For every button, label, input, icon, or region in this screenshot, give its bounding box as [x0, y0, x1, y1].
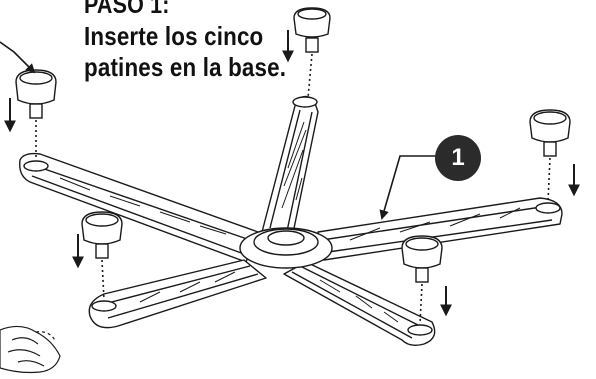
instruction-line-2: patines en la base. — [84, 52, 287, 82]
base-arm-back — [261, 95, 319, 239]
instruction-line-1: Inserte los cinco — [84, 21, 264, 51]
insertion-guides — [35, 53, 551, 325]
caster-left — [15, 69, 57, 119]
hand-sketch — [0, 325, 61, 374]
base-arm-right — [317, 197, 563, 261]
instruction-text: PASO 1: Inserte los cinco patines en la … — [84, 0, 286, 83]
base-hub — [239, 227, 333, 269]
caster-front-right — [401, 235, 443, 283]
caster-top — [293, 7, 331, 53]
direction-arrows — [4, 30, 580, 317]
base-arm-left — [19, 152, 259, 263]
callout-badge: 1 — [435, 135, 481, 181]
step-title: PASO 1: — [84, 0, 170, 19]
leader-lines — [0, 41, 436, 220]
caster-front-left — [81, 211, 123, 259]
base-arm-front-left — [88, 259, 267, 329]
base-arm-front-right — [283, 261, 436, 347]
caster-right — [529, 109, 571, 157]
